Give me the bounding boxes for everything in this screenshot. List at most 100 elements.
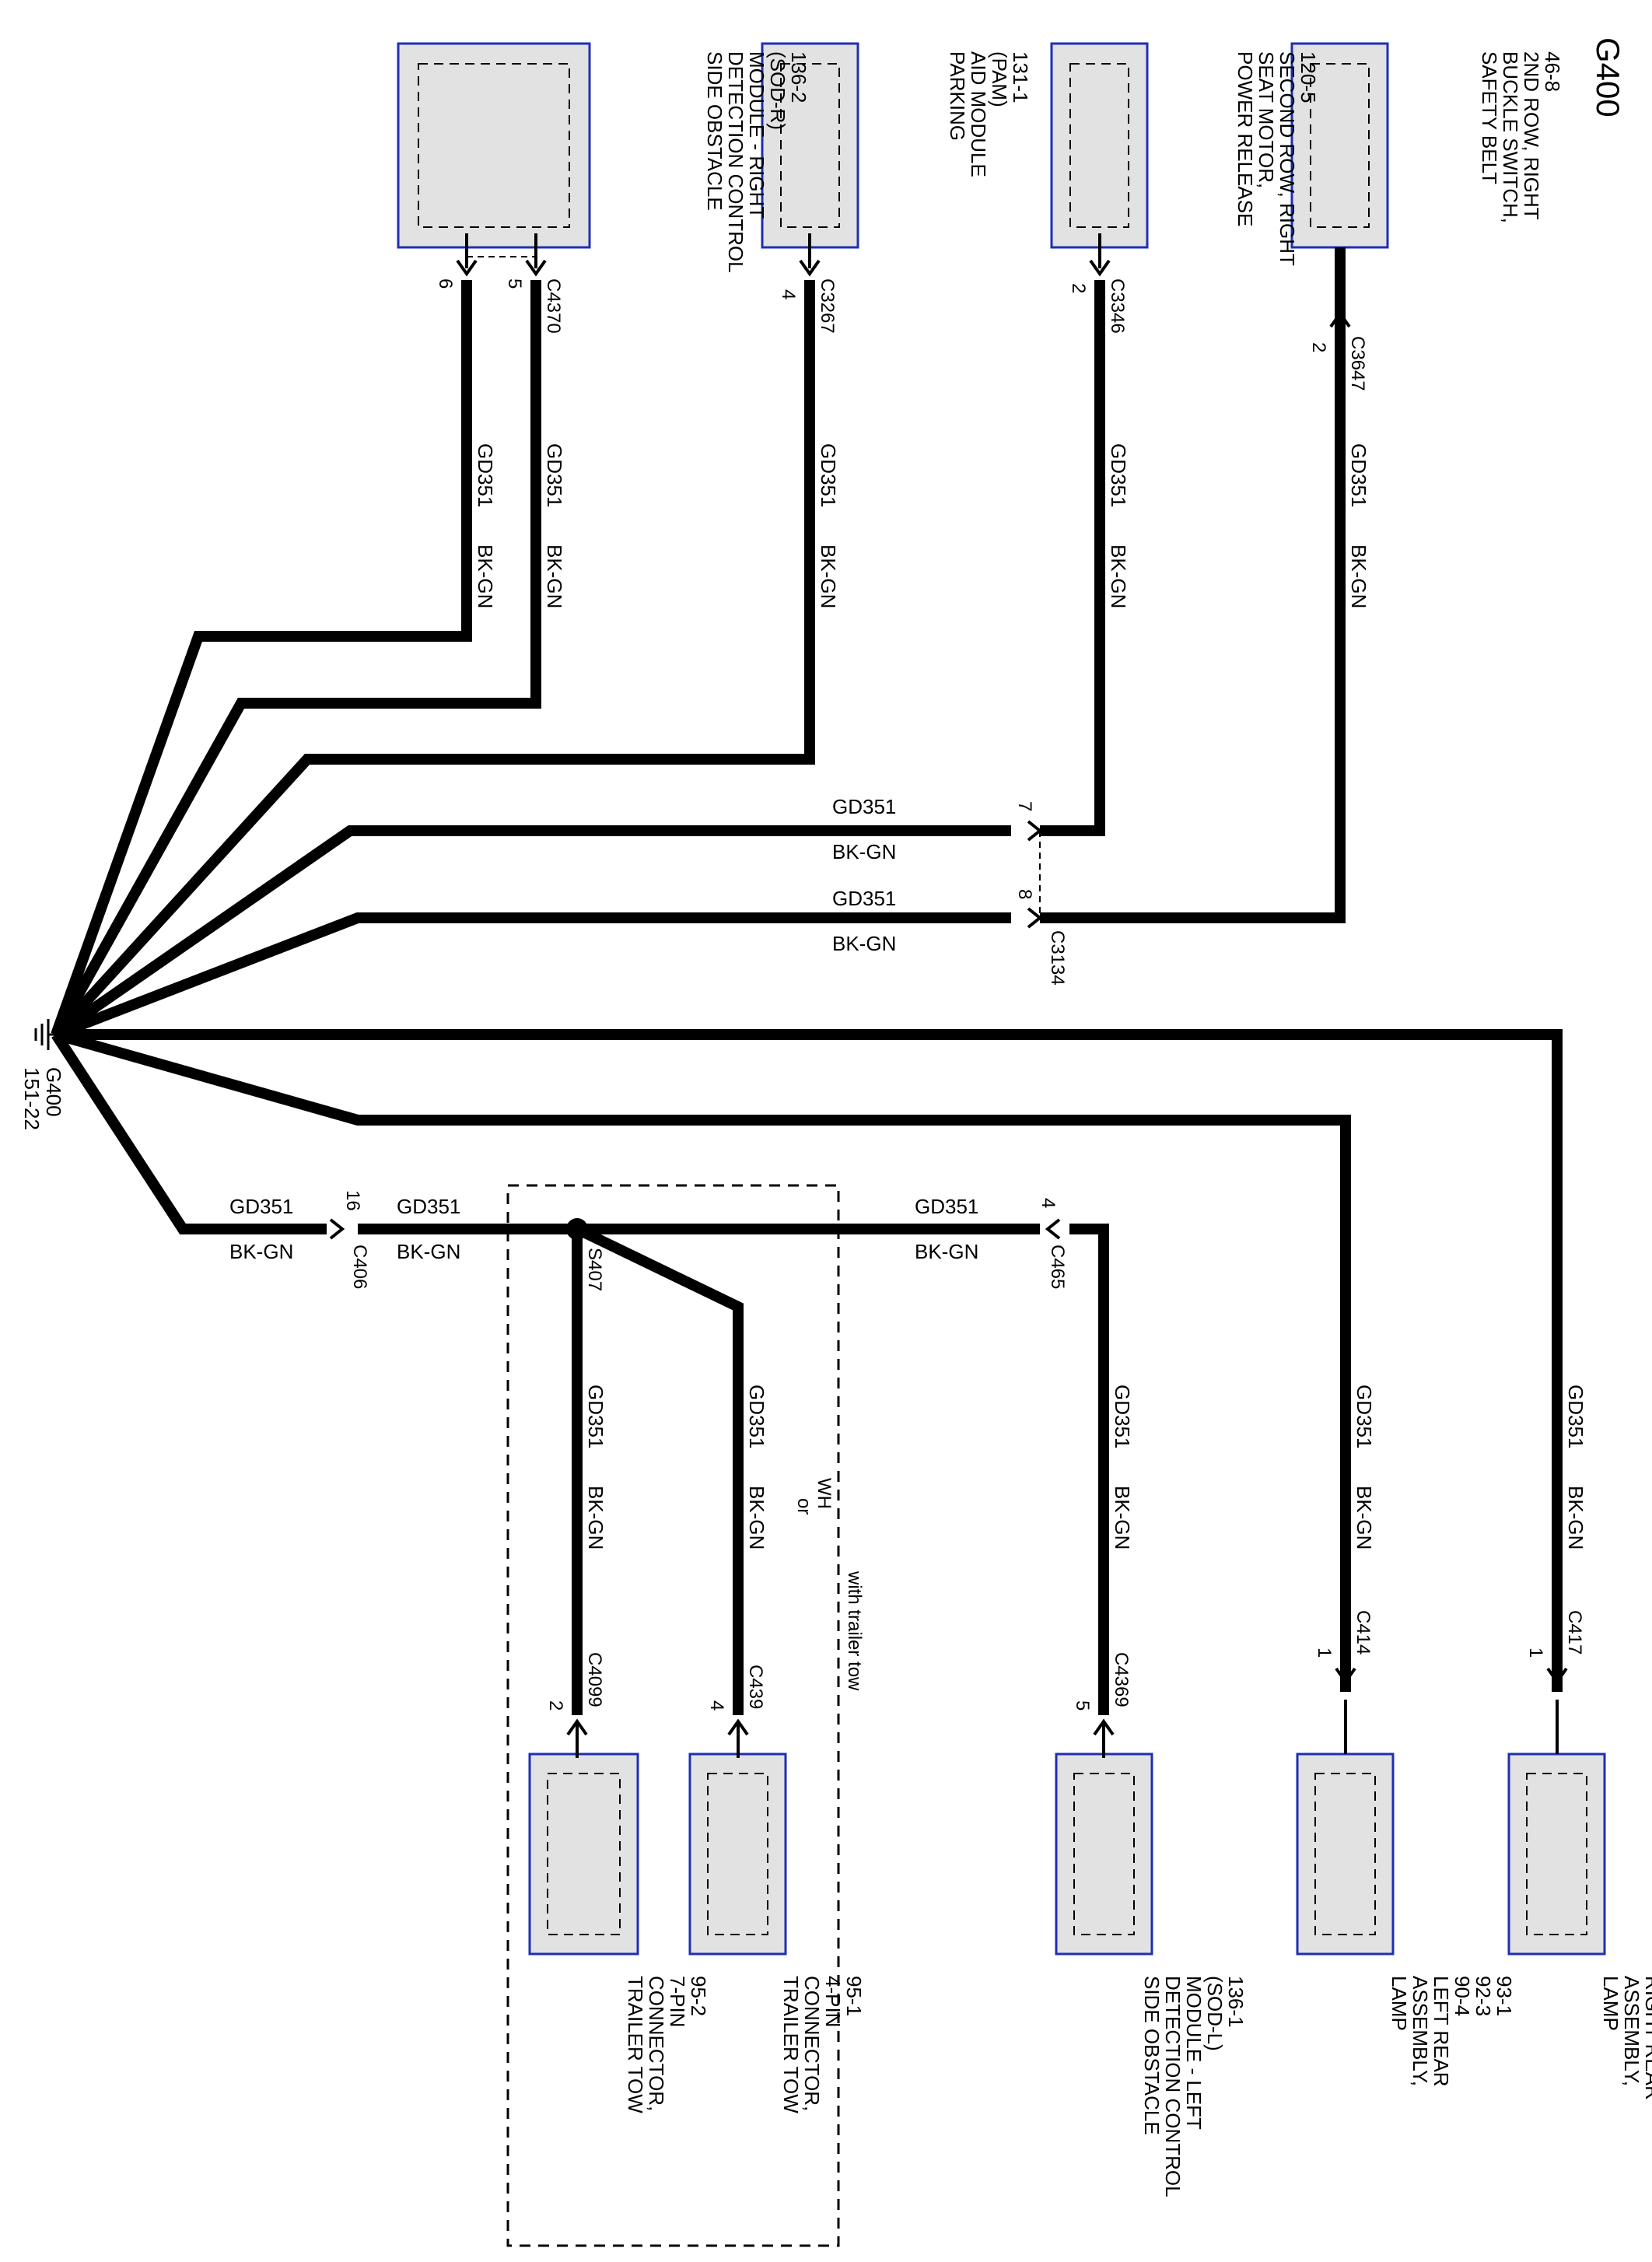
wire-label-c406-right: GD351 BK-GN xyxy=(397,1195,460,1263)
c4369-symbol xyxy=(1093,1718,1115,1736)
label-trailer-tow-7pin: TRAILER TOW CONNECTOR, 7-PIN 95-2 xyxy=(624,1976,710,2119)
pin-sod-r-6: 6 xyxy=(435,278,456,289)
component-trailer-tow-4pin xyxy=(688,1753,787,1956)
label-belt-switch: SAFETY BELT BUCKLE SWITCH, 2ND ROW, RIGH… xyxy=(1478,51,1564,229)
component-pam xyxy=(761,42,859,249)
svg-text:GD351: GD351 xyxy=(543,443,566,507)
connector-c4099: C4099 xyxy=(584,1652,605,1707)
wire-label-belt: GD351 BK-GN xyxy=(1347,443,1370,608)
svg-text:BK-GN: BK-GN xyxy=(1347,544,1370,608)
svg-text:BK-GN: BK-GN xyxy=(397,1240,460,1263)
svg-text:GD351: GD351 xyxy=(229,1195,293,1218)
pin-sod-r-5: 5 xyxy=(504,278,525,289)
svg-text:BK-GN: BK-GN xyxy=(1353,1486,1376,1549)
wire-label-sod-r-6: GD351 BK-GN xyxy=(474,443,497,608)
component-lamp-right-rear xyxy=(1507,1753,1606,1956)
wire-c406-ground xyxy=(51,1031,327,1234)
pin-pam-4: 4 xyxy=(778,289,799,299)
pin-belt-2: 2 xyxy=(1308,342,1329,352)
wire-label-7pin: GD351 BK-GN xyxy=(584,1385,607,1549)
connector-c3134: C3134 xyxy=(1047,930,1068,986)
svg-text:BK-GN: BK-GN xyxy=(1564,1486,1587,1549)
alt-color-or: or xyxy=(793,1498,814,1514)
wire-label-c465: GD351 BK-GN xyxy=(915,1195,978,1263)
wire-belt-c3647 xyxy=(1040,247,1346,923)
c465-symbol xyxy=(1045,1218,1061,1240)
option-label-trailer-tow: with trailer tow xyxy=(844,1570,865,1691)
pin-c414-1: 1 xyxy=(1314,1647,1335,1658)
svg-text:BK-GN: BK-GN xyxy=(1111,1486,1134,1549)
label-trailer-tow-4pin: TRAILER TOW CONNECTOR, 4-PIN 95-1 xyxy=(779,1976,866,2119)
svg-text:GD351: GD351 xyxy=(397,1195,460,1218)
label-sod-r: SIDE OBSTACLE DETECTION CONTROL MODULE -… xyxy=(703,51,810,278)
trailer-tow-option-boundary xyxy=(506,1184,840,2247)
connector-c406: C406 xyxy=(349,1245,370,1289)
connector-c3267: C3267 xyxy=(817,278,838,334)
connector-symbols xyxy=(329,259,1568,1736)
svg-text:BK-GN: BK-GN xyxy=(817,544,840,608)
wire-sod-r-pin5 xyxy=(51,280,541,1038)
pin-c439-4: 4 xyxy=(706,1700,727,1711)
c406-symbol xyxy=(329,1218,345,1240)
c4370-a-symbol xyxy=(456,259,478,277)
wire-label-4pin: GD351 BK-GN xyxy=(745,1385,768,1549)
wire-splice-4pin xyxy=(574,1224,744,1715)
wire-label-c3134-7: GD351 BK-GN xyxy=(832,795,896,863)
label-seat-motor: POWER RELEASE SEAT MOTOR, SECOND ROW, RI… xyxy=(1234,51,1320,271)
label-lamp-left-rear: LAMP ASSEMBLY, LEFT REAR 90-4 92-3 93-1 xyxy=(1388,1976,1516,2092)
label-pam: PARKING AID MODULE (PAM) 131-1 xyxy=(946,51,1032,183)
ground-symbol xyxy=(34,1019,56,1050)
c439-symbol xyxy=(727,1718,749,1736)
pin-c4099-2: 2 xyxy=(545,1700,566,1711)
connector-c3647: C3647 xyxy=(1347,336,1368,391)
pin-c4369-5: 5 xyxy=(1072,1700,1093,1711)
wires xyxy=(51,247,1563,1715)
svg-text:GD351: GD351 xyxy=(1347,443,1370,507)
wire-label-sod-r-5: GD351 BK-GN xyxy=(543,443,566,608)
svg-text:GD351: GD351 xyxy=(745,1385,768,1448)
svg-text:BK-GN: BK-GN xyxy=(915,1240,978,1263)
ground-ref: 151-22 xyxy=(20,1067,44,1130)
label-sod-l: SIDE OBSTACLE DETECTION CONTROL MODULE -… xyxy=(1140,1976,1248,2202)
c3134-b-symbol xyxy=(1027,907,1043,929)
component-sod-l xyxy=(1055,1753,1153,1956)
component-sod-r xyxy=(397,42,591,249)
wire-lamp-left-rear xyxy=(54,1029,1351,1692)
c4370-b-symbol xyxy=(525,259,547,277)
svg-text:BK-GN: BK-GN xyxy=(584,1486,607,1549)
wire-label-c3134-8: GD351 BK-GN xyxy=(832,887,896,955)
wire-lamp-right-rear xyxy=(56,1029,1563,1692)
svg-text:GD351: GD351 xyxy=(584,1385,607,1448)
label-lamp-right-rear: LAMP ASSEMBLY, RIGHT REAR 90-5 92-3 93-1 xyxy=(1599,1976,1652,2106)
c3647-symbol xyxy=(1329,310,1351,328)
c417-symbol xyxy=(1546,1667,1568,1685)
thin-stubs xyxy=(465,233,1559,1758)
svg-text:BK-GN: BK-GN xyxy=(832,840,896,863)
wire-sod-r-pin6 xyxy=(51,280,472,1037)
pin-c3134-7: 7 xyxy=(1014,801,1035,811)
svg-text:GD351: GD351 xyxy=(1111,1385,1134,1448)
svg-text:GD351: GD351 xyxy=(474,443,497,507)
svg-text:BK-GN: BK-GN xyxy=(1107,544,1130,608)
component-trailer-tow-7pin xyxy=(528,1753,639,1956)
wire-label-lamp-right: GD351 BK-GN xyxy=(1564,1385,1587,1549)
pin-c3134-8: 8 xyxy=(1014,889,1035,899)
connector-c414: C414 xyxy=(1353,1610,1374,1654)
wire-pam xyxy=(51,280,815,1038)
pin-seat-2: 2 xyxy=(1068,283,1089,293)
pin-c465-4: 4 xyxy=(1038,1198,1059,1208)
wire-label-lamp-left: GD351 BK-GN xyxy=(1353,1385,1376,1549)
component-seat-motor xyxy=(1050,42,1149,249)
svg-text:BK-GN: BK-GN xyxy=(832,932,896,955)
connector-c3346: C3346 xyxy=(1107,278,1128,334)
c4099-symbol xyxy=(566,1718,588,1736)
component-lamp-left-rear xyxy=(1296,1753,1395,1956)
page-title: G400 xyxy=(1590,37,1626,117)
ground-name: G400 xyxy=(42,1067,65,1117)
wire-label-pam: GD351 BK-GN xyxy=(817,443,840,608)
svg-text:BK-GN: BK-GN xyxy=(543,544,566,608)
connector-c439: C439 xyxy=(745,1665,766,1709)
svg-text:BK-GN: BK-GN xyxy=(229,1240,293,1263)
svg-text:BK-GN: BK-GN xyxy=(745,1486,768,1549)
